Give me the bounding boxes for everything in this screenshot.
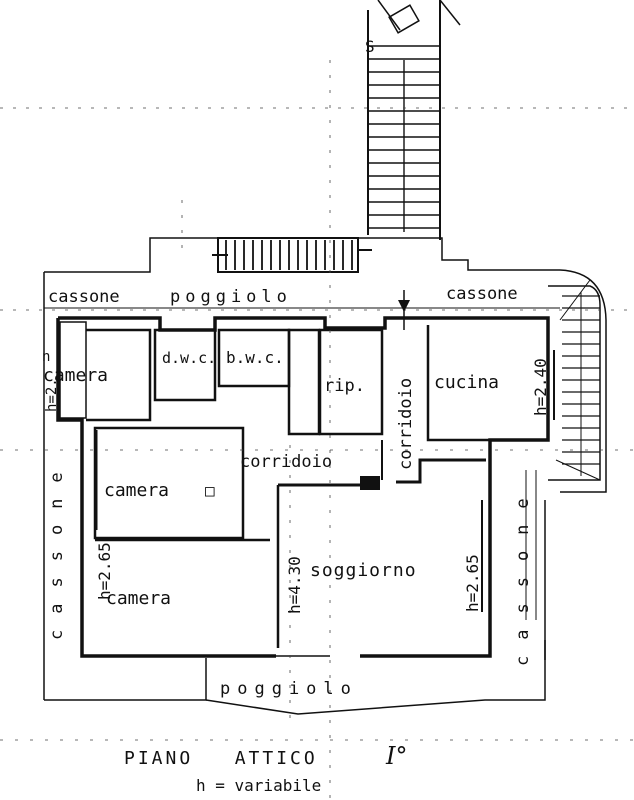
cassone-left-label: cassone [47,456,67,640]
poggiolo-top-label: poggiolo [170,287,292,307]
room-labels: n camera d.w.c. b.w.c. rip. cucina corri… [42,348,499,609]
terrace-labels: cassone poggiolo cassone cassone cassone… [47,284,533,699]
apartment-walls [56,316,555,658]
stair-treads-curved [562,292,600,476]
cassone-top-left-label: cassone [48,287,120,307]
camera-nw-label: camera [43,365,108,386]
stair-label: S [365,37,375,56]
corridoio-horizontal-label: corridoio [240,452,332,472]
soggiorno-left-height: h=4.30 [285,556,304,614]
cassone-right-label: cassone [513,482,533,666]
reference-lines [0,60,634,800]
camera-mid-mark: □ [205,481,215,500]
cassone-top-right-label: cassone [446,284,518,304]
camera-sw-label: camera [106,588,171,609]
cucina-height: h=2.40 [531,358,550,416]
stair-horizontal [212,237,372,273]
camera-mid-height: h=2.65 [95,542,114,600]
stair-treads-vertical [368,45,440,232]
stair-treads-horizontal [225,240,353,270]
stair-curved [548,279,601,481]
bwc-label: b.w.c. [226,348,284,367]
plan-caption: PIANO ATTICO I° h = variabile [124,742,407,795]
poggiolo-bottom-label: poggiolo [220,679,358,699]
terrace-outline [43,237,607,715]
rip-label: rip. [324,376,365,396]
soggiorno-right-height: h=2.65 [463,554,482,612]
camera-mid-label: camera [104,480,169,501]
camera-nw-height: h=2. [44,378,60,412]
dwc-label: d.w.c. [162,349,216,367]
stair-tower: S [365,0,461,240]
soggiorno-label: soggiorno [310,560,417,581]
camera-nw-prefix: n [42,349,50,365]
height-note: h = variabile [196,776,321,795]
floor-numeral: I° [385,742,407,770]
cucina-label: cucina [434,372,499,393]
entrance-arrow [398,290,410,330]
corridoio-vertical-label: corridoio [396,378,416,470]
plan-title: PIANO ATTICO [124,748,318,769]
height-labels: h=2.40 h=2.65 h=4.30 h=2.65 h=2. [44,358,550,614]
